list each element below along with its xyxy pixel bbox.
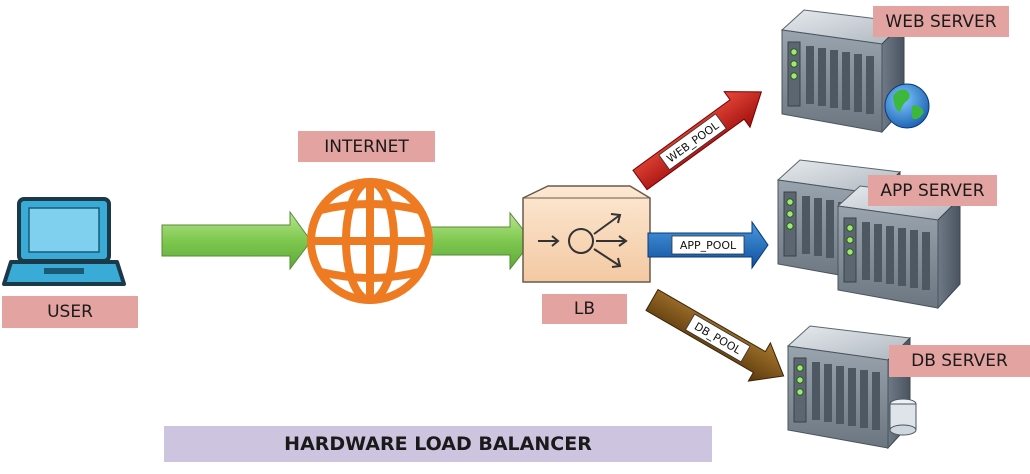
laptop-icon <box>2 197 126 286</box>
app-pool-label: APP_POOL <box>680 239 737 252</box>
db-server-icon <box>787 325 917 449</box>
diagram-title: HARDWARE LOAD BALANCER <box>164 426 712 462</box>
globe-icon <box>307 178 433 304</box>
app-server-label: APP SERVER <box>868 175 997 206</box>
web-server-icon <box>781 9 930 133</box>
web-pool-arrow: WEB_POOL <box>632 91 763 191</box>
db-server-label: DB SERVER <box>889 345 1030 377</box>
web-server-label: WEB SERVER <box>873 6 1009 37</box>
user-to-internet-arrow <box>161 210 312 271</box>
internet-to-lb-arrow <box>429 211 533 271</box>
load-balancer-icon <box>522 185 651 283</box>
app-pool-arrow: APP_POOL <box>647 220 769 270</box>
internet-label: INTERNET <box>298 131 435 162</box>
user-label: USER <box>2 296 138 328</box>
db-pool-arrow: DB_POOL <box>645 288 785 382</box>
lb-label: LB <box>542 294 627 324</box>
